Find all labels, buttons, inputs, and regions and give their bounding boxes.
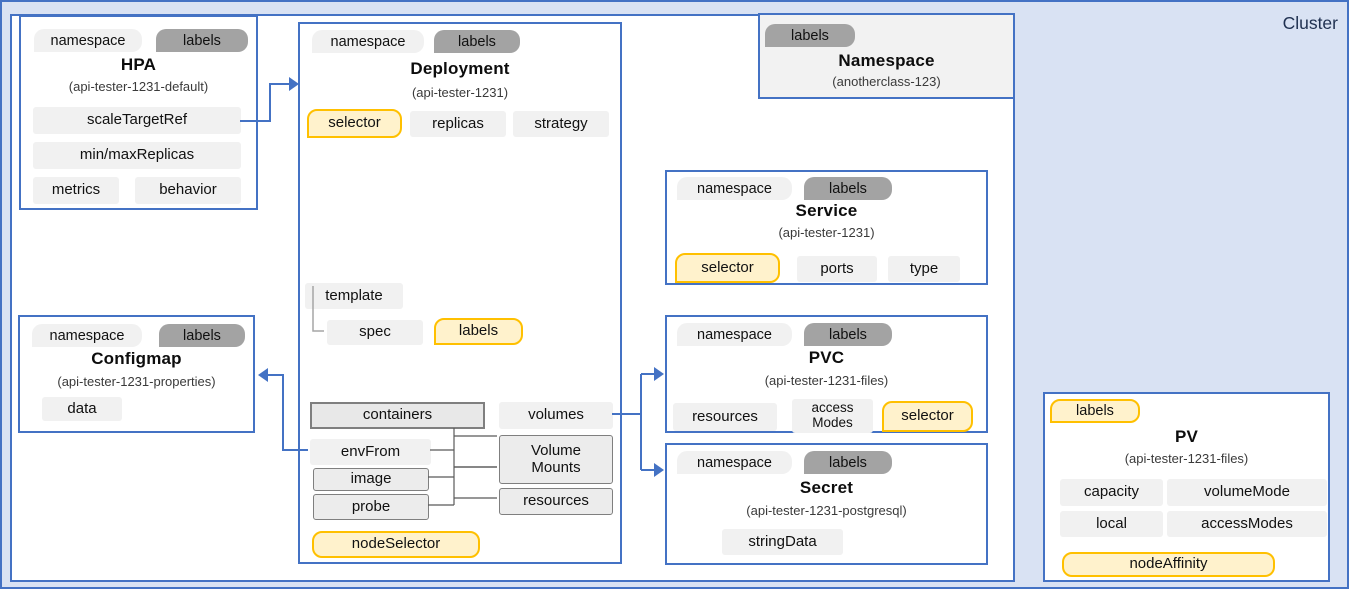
- service-box: namespace labels Service (api-tester-123…: [665, 170, 988, 285]
- deployment-field-selector: selector: [307, 109, 402, 138]
- deployment-box: namespace labels Deployment (api-tester-…: [298, 22, 622, 564]
- hpa-field-behavior: behavior: [135, 177, 241, 204]
- deployment-field-volumemounts: Volume Mounts: [499, 435, 613, 484]
- pv-field-volumemode: volumeMode: [1167, 479, 1327, 506]
- deployment-subtitle: (api-tester-1231): [411, 85, 509, 100]
- service-field-ports: ports: [797, 256, 877, 282]
- hpa-title: HPA: [120, 55, 157, 74]
- configmap-field-data: data: [42, 397, 122, 421]
- cluster-label: Cluster: [1282, 13, 1338, 33]
- deployment-field-probe: probe: [313, 494, 429, 520]
- secret-title: Secret: [799, 478, 854, 497]
- deployment-tag-namespace: namespace: [312, 30, 424, 53]
- secret-subtitle: (api-tester-1231-postgresql): [746, 503, 907, 518]
- deployment-field-image: image: [313, 468, 429, 491]
- hpa-subtitle: (api-tester-1231-default): [68, 79, 209, 94]
- secret-tag-namespace: namespace: [677, 451, 792, 474]
- deployment-field-nodeselector: nodeSelector: [312, 531, 480, 558]
- deployment-field-spec: spec: [327, 320, 423, 345]
- deployment-tag-labels: labels: [434, 30, 520, 53]
- deployment-field-envfrom: envFrom: [310, 439, 431, 465]
- deployment-title: Deployment: [410, 59, 510, 78]
- namespace-tag-labels: labels: [765, 24, 855, 47]
- pvc-box: namespace labels PVC (api-tester-1231-fi…: [665, 315, 988, 433]
- hpa-field-metrics: metrics: [33, 177, 119, 204]
- secret-field-stringdata: stringData: [722, 529, 843, 555]
- pvc-title: PVC: [808, 348, 845, 367]
- service-field-selector: selector: [675, 253, 780, 283]
- pvc-tag-labels: labels: [804, 323, 892, 346]
- deployment-field-containers: containers: [310, 402, 485, 429]
- service-field-type: type: [888, 256, 960, 282]
- pv-field-nodeaffinity: nodeAffinity: [1062, 552, 1275, 577]
- hpa-tag-labels: labels: [156, 29, 248, 52]
- configmap-box: namespace labels Configmap (api-tester-1…: [18, 315, 255, 433]
- pv-field-accessmodes: accessModes: [1167, 511, 1327, 537]
- service-tag-labels: labels: [804, 177, 892, 200]
- service-title: Service: [795, 201, 858, 220]
- pv-tag-labels: labels: [1050, 399, 1140, 423]
- pvc-subtitle: (api-tester-1231-files): [764, 373, 889, 388]
- deployment-field-replicas: replicas: [410, 111, 506, 137]
- deployment-field-template: template: [305, 283, 403, 309]
- deployment-field-strategy: strategy: [513, 111, 609, 137]
- pvc-field-accessmodes: access Modes: [792, 399, 873, 433]
- pv-title: PV: [1174, 427, 1199, 446]
- deployment-field-resources: resources: [499, 488, 613, 515]
- configmap-title: Configmap: [91, 349, 182, 368]
- pv-field-local: local: [1060, 511, 1163, 537]
- service-tag-namespace: namespace: [677, 177, 792, 200]
- pvc-field-resources: resources: [673, 403, 777, 431]
- pv-field-capacity: capacity: [1060, 479, 1163, 506]
- namespace-box: labels Namespace (anotherclass-123): [758, 13, 1015, 99]
- pv-subtitle: (api-tester-1231-files): [1124, 451, 1249, 466]
- secret-box: namespace labels Secret (api-tester-1231…: [665, 443, 988, 565]
- deployment-field-volumes: volumes: [499, 402, 613, 429]
- secret-tag-labels: labels: [804, 451, 892, 474]
- pvc-tag-namespace: namespace: [677, 323, 792, 346]
- hpa-field-scaletargetref: scaleTargetRef: [33, 107, 241, 134]
- pv-box: labels PV (api-tester-1231-files) capaci…: [1043, 392, 1330, 582]
- service-subtitle: (api-tester-1231): [778, 225, 875, 240]
- hpa-box: namespace labels HPA (api-tester-1231-de…: [19, 15, 258, 210]
- configmap-tag-namespace: namespace: [32, 324, 142, 347]
- deployment-field-labels: labels: [434, 318, 523, 345]
- configmap-tag-labels: labels: [159, 324, 245, 347]
- configmap-subtitle: (api-tester-1231-properties): [57, 374, 216, 389]
- hpa-tag-namespace: namespace: [34, 29, 142, 52]
- namespace-title: Namespace: [838, 51, 935, 70]
- pvc-field-selector: selector: [882, 401, 973, 432]
- namespace-subtitle: (anotherclass-123): [832, 74, 941, 89]
- hpa-field-minmaxreplicas: min/maxReplicas: [33, 142, 241, 169]
